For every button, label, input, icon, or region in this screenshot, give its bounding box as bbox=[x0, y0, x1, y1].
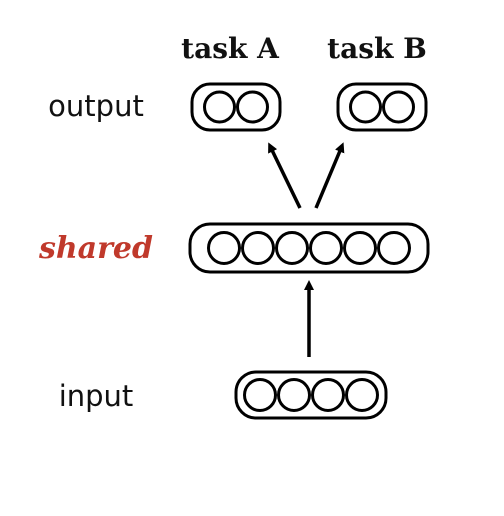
task-b-output-nodes bbox=[349, 90, 415, 124]
input-layer bbox=[234, 370, 388, 420]
shared-unit bbox=[309, 231, 343, 265]
shared-unit bbox=[377, 231, 411, 265]
input-unit bbox=[277, 378, 311, 412]
input-unit bbox=[243, 378, 277, 412]
output-label: output bbox=[48, 89, 144, 123]
shared-unit bbox=[207, 231, 241, 265]
shared-unit bbox=[241, 231, 275, 265]
task-b-unit bbox=[382, 90, 415, 124]
task-a-unit bbox=[203, 90, 236, 124]
input-unit bbox=[311, 378, 345, 412]
shared-unit bbox=[343, 231, 377, 265]
input-layer-nodes bbox=[243, 378, 379, 412]
task-b-output-layer bbox=[336, 82, 428, 132]
shared-to-task-b-arrow bbox=[314, 142, 345, 209]
task-b-label: task B bbox=[327, 32, 427, 65]
shared-to-task-a-arrow bbox=[268, 142, 302, 209]
input-label: input bbox=[59, 379, 134, 413]
task-a-label: task A bbox=[181, 32, 280, 65]
shared-label: shared bbox=[38, 231, 153, 266]
task-a-output-layer bbox=[190, 82, 282, 132]
task-a-output-nodes bbox=[203, 90, 269, 124]
shared-layer bbox=[188, 222, 430, 274]
shared-unit bbox=[275, 231, 309, 265]
shared-layer-nodes bbox=[207, 231, 411, 265]
input-unit bbox=[345, 378, 379, 412]
task-b-unit bbox=[349, 90, 382, 124]
task-a-unit bbox=[236, 90, 269, 124]
